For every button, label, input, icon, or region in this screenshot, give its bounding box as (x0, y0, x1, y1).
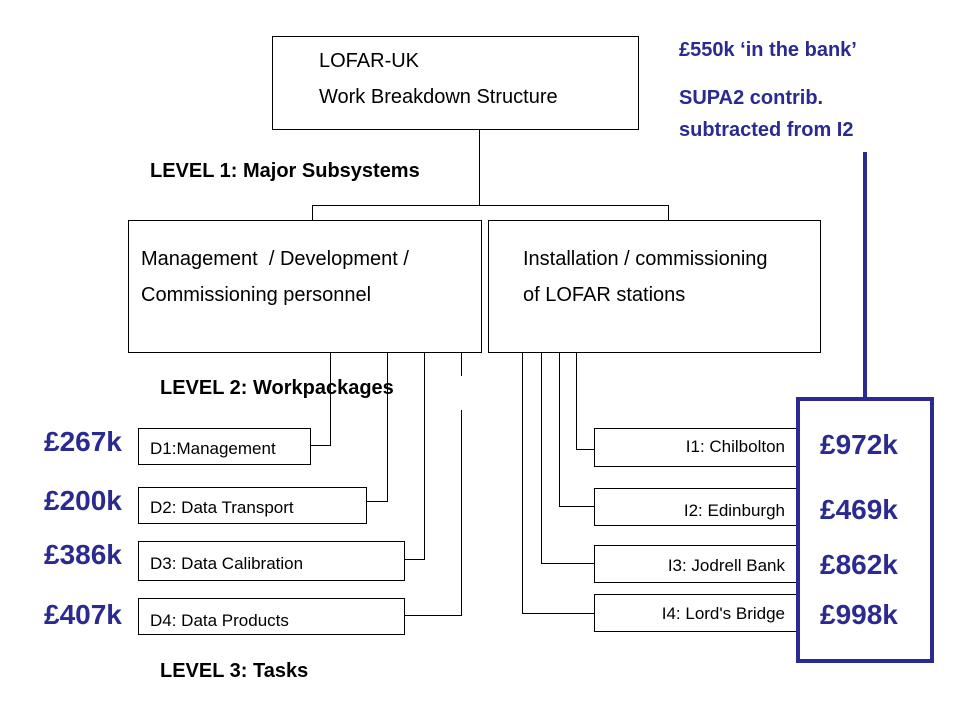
cost-i4: £998k (820, 599, 898, 630)
level-1-label: LEVEL 1: Major Subsystems (150, 160, 420, 182)
title-line-2: Work Breakdown Structure (319, 86, 558, 108)
workpackage-i4-label: I4: Lord's Bridge (661, 604, 785, 623)
cost-i3: £862k (820, 549, 898, 580)
note-supa-line-1: SUPA2 contrib. (679, 87, 824, 109)
workpackage-d3: D3: Data Calibration (138, 541, 405, 581)
connector-d1-vertical (330, 353, 331, 445)
level-3-label: LEVEL 3: Tasks (160, 660, 309, 682)
subsystem-installation-line-2: of LOFAR stations (523, 284, 686, 306)
cost-d1: £267k (44, 426, 122, 457)
workpackage-i4: I4: Lord's Bridge (594, 594, 798, 632)
note-supa-line-2: subtracted from I2 (679, 119, 854, 141)
connector-d4-vertical-lower (461, 410, 462, 615)
connector-i4-horizontal (522, 613, 594, 614)
workpackage-i3-label: I3: Jodrell Bank (667, 556, 785, 575)
connector-i2-vertical (559, 353, 560, 506)
workpackage-d3-label: D3: Data Calibration (150, 554, 304, 573)
connector-split-horizontal (312, 205, 669, 206)
connector-i1-horizontal (576, 449, 594, 450)
connector-i3-vertical (541, 353, 542, 563)
connector-d4-vertical (461, 353, 462, 376)
cost-d4: £407k (44, 599, 122, 630)
title-box: LOFAR-UK Work Breakdown Structure (272, 36, 639, 130)
connector-d1-horizontal (311, 445, 331, 446)
workpackage-i3: I3: Jodrell Bank (594, 545, 798, 583)
connector-d2-horizontal (367, 501, 388, 502)
connector-d4-horizontal (405, 615, 462, 616)
annotation-cost-box (796, 397, 934, 663)
connector-i4-vertical (522, 353, 523, 613)
workpackage-d2: D2: Data Transport (138, 487, 367, 524)
connector-d2-vertical (387, 353, 388, 501)
connector-i2-horizontal (559, 506, 594, 507)
connector-i1-vertical (576, 353, 577, 449)
connector-split-right (668, 205, 669, 220)
cost-d3: £386k (44, 539, 122, 570)
workpackage-d4-label: D4: Data Products (150, 611, 289, 630)
connector-i3-horizontal (541, 563, 594, 564)
subsystem-management-line-1: Management / Development / (141, 248, 409, 270)
connector-title-down (479, 130, 480, 205)
annotation-connector-line (863, 152, 867, 399)
subsystem-installation-line-1: Installation / commissioning (523, 248, 768, 270)
workpackage-i1-label: I1: Chilbolton (685, 437, 785, 456)
connector-d3-vertical (424, 353, 425, 559)
note-in-the-bank: £550k ‘in the bank’ (679, 39, 857, 61)
workpackage-d2-label: D2: Data Transport (150, 498, 294, 517)
cost-i2: £469k (820, 494, 898, 525)
connector-d3-horizontal (405, 559, 425, 560)
subsystem-management-line-2: Commissioning personnel (141, 284, 372, 306)
connector-split-left (312, 205, 313, 220)
workpackage-i1: I1: Chilbolton (594, 428, 798, 467)
cost-d2: £200k (44, 485, 122, 516)
title-line-1: LOFAR-UK (319, 50, 420, 72)
workpackage-d1-label: D1:Management (150, 439, 276, 458)
level-2-label: LEVEL 2: Workpackages (160, 377, 394, 399)
subsystem-installation: Installation / commissioning of LOFAR st… (488, 220, 821, 353)
subsystem-management: Management / Development / Commissioning… (128, 220, 482, 353)
workpackage-d4: D4: Data Products (138, 598, 405, 635)
cost-i1: £972k (820, 429, 898, 460)
workpackage-d1: D1:Management (138, 428, 311, 465)
workpackage-i2-label: I2: Edinburgh (683, 501, 785, 520)
workpackage-i2: I2: Edinburgh (594, 488, 798, 526)
